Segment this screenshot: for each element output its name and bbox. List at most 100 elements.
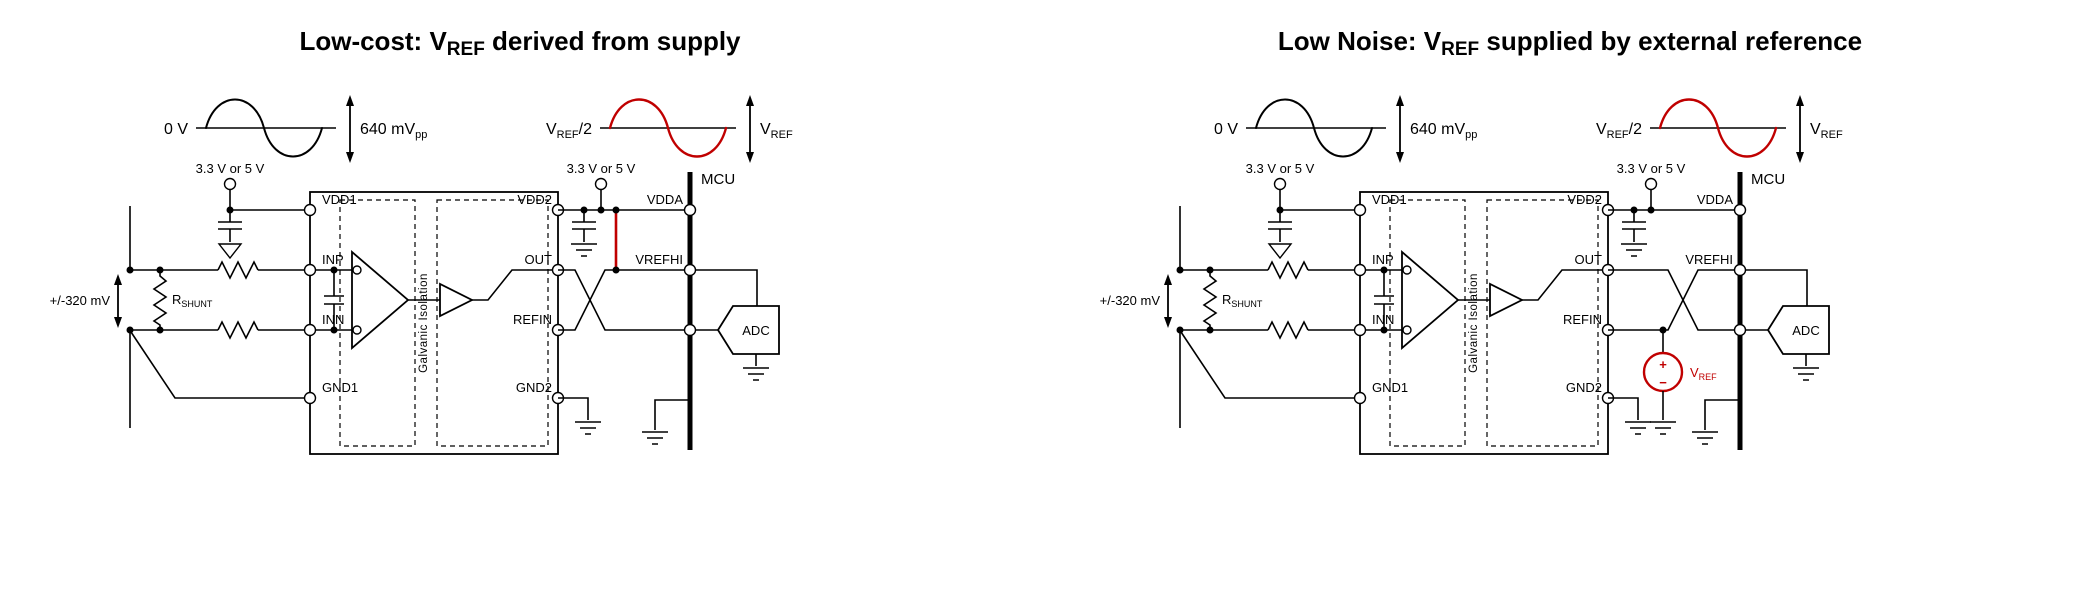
buffer-triangle-icon [439, 282, 475, 318]
mcu-block: MCU VDDA VREFHI ADC [635, 171, 780, 450]
pin-label-vdd2: VDD2 [1567, 192, 1602, 207]
supply-left-label: 3.3 V or 5 V [196, 161, 265, 176]
range-arrow-icon [114, 274, 122, 328]
pin-label-inn: INN [322, 312, 344, 327]
input-wave-amplitude-label: 640 mVpp [1410, 121, 1477, 141]
mcu-pin-vdda: VDDA [647, 192, 683, 207]
ground-bars-icon [1621, 243, 1647, 257]
refin-to-vrefhi-wire [558, 269, 690, 331]
galvanic-isolation-label: Galvanic Isolation [1468, 273, 1480, 373]
supply-terminal-right: 3.3 V or 5 V [567, 161, 636, 214]
out-internal-wire [472, 269, 558, 301]
vdd1-decoupling-cap [218, 210, 242, 242]
amp-input-bubble [1402, 325, 1412, 335]
adc-ground [1793, 354, 1819, 381]
adc-block: ADC [716, 305, 780, 355]
pin-label-vdd1: VDD1 [1372, 192, 1407, 207]
supply-terminal-icon [223, 177, 237, 191]
isolation-dashed-box-left [1389, 199, 1466, 447]
mcu-pin-vrefhi: VREFHI [1685, 252, 1733, 267]
pin-label-refin: REFIN [513, 312, 552, 327]
output-wave-level-label: VREF/2 [1596, 121, 1642, 141]
ground-bars-icon [1793, 367, 1819, 381]
panel-low-cost: Low-cost: VREF derived from supply 0 V 6… [50, 26, 793, 455]
amp-input-bubble [1402, 265, 1412, 275]
supply-right-label: 3.3 V or 5 V [1617, 161, 1686, 176]
shunt-resistor-icon [152, 270, 168, 330]
amplitude-arrow-icon [1396, 95, 1404, 163]
supply-terminal-left: 3.3 V or 5 V [196, 161, 310, 260]
amplitude-arrow-icon [746, 95, 754, 163]
vdd2-decoupling-cap [571, 206, 597, 257]
shunt-network: RSHUNT [1176, 206, 1402, 428]
ground-triangle-icon [217, 243, 243, 260]
output-wave-amplitude-label: VREF [760, 121, 793, 141]
pin-label-gnd2: GND2 [516, 380, 552, 395]
ground-bars-icon [743, 367, 769, 381]
supply-terminal-icon [1644, 177, 1658, 191]
isolated-amplifier-ic: Galvanic Isolation VDD1 INP INN GND1 VDD… [303, 191, 565, 455]
vref-external-source: + − VREF [1642, 326, 1717, 435]
mcu-pin-vdda: VDDA [1697, 192, 1733, 207]
pin-label-inn: INN [1372, 312, 1394, 327]
pin-label-vdd1: VDD1 [322, 192, 357, 207]
out-internal-wire [1522, 269, 1608, 301]
out-to-adc-wire [1608, 269, 1740, 331]
mcu-label: MCU [1751, 171, 1785, 188]
ground-bars-icon [1692, 431, 1718, 445]
amp-input-bubble [352, 265, 362, 275]
ground-bars-icon [1650, 421, 1676, 435]
input-wave-level-label: 0 V [164, 121, 188, 138]
adc-ground [743, 354, 769, 381]
isolated-amplifier-ic: Galvanic Isolation VDD1 INP INN GND1 VDD… [1353, 191, 1615, 455]
ground-bars-icon [642, 431, 668, 445]
adc-block: ADC [1766, 305, 1830, 355]
shunt-label: RSHUNT [1222, 292, 1263, 309]
panel-low-noise: Low Noise: VREF supplied by external ref… [1050, 0, 2100, 594]
out-to-adc-wire [558, 269, 690, 331]
amplifier-triangle-icon [351, 250, 410, 350]
isolation-dashed-box-right [1486, 199, 1599, 447]
panel-title: Low-cost: VREF derived from supply [299, 26, 741, 60]
shunt-network: RSHUNT [126, 206, 352, 428]
refin-to-vrefhi-wire [1608, 269, 1740, 331]
pin-label-gnd1: GND1 [322, 380, 358, 395]
source-plus-sign: + [1659, 357, 1667, 372]
secondary-wiring: + − VREF [1608, 206, 1740, 445]
pin-label-gnd2: GND2 [1566, 380, 1602, 395]
galvanic-isolation-label: Galvanic Isolation [418, 273, 430, 373]
mcu-ground [1692, 399, 1740, 445]
ground-bars-icon [575, 421, 601, 435]
secondary-wiring [558, 206, 690, 445]
gnd1-return-wire [1180, 331, 1360, 399]
pin-label-inp: INP [1372, 252, 1394, 267]
adc-label: ADC [1792, 323, 1819, 338]
shunt-resistor-icon [1202, 270, 1218, 330]
vdd1-decoupling-cap [1268, 210, 1292, 242]
isolation-dashed-box-right [436, 199, 549, 447]
input-range-annotation: +/-320 mV [1100, 274, 1172, 328]
ground-triangle-icon [1267, 243, 1293, 260]
input-waveform: 0 V 640 mVpp [1214, 95, 1477, 163]
gnd2-ground [1608, 397, 1651, 435]
ground-bars-icon [1625, 421, 1651, 435]
input-filter-cap [1374, 266, 1394, 334]
output-wave-level-label: VREF/2 [546, 121, 592, 141]
input-range-label: +/-320 mV [50, 293, 111, 308]
panel-title: Low Noise: VREF supplied by external ref… [1278, 26, 1862, 60]
input-wave-level-label: 0 V [1214, 121, 1238, 138]
supply-left-label: 3.3 V or 5 V [1246, 161, 1315, 176]
supply-right-label: 3.3 V or 5 V [567, 161, 636, 176]
ground-bars-icon [571, 243, 597, 257]
range-arrow-icon [1164, 274, 1172, 328]
supply-terminal-left: 3.3 V or 5 V [1246, 161, 1360, 260]
mcu-ground [642, 399, 690, 445]
input-range-label: +/-320 mV [1100, 293, 1161, 308]
mcu-pin-vrefhi: VREFHI [635, 252, 683, 267]
pin-label-vdd2: VDD2 [517, 192, 552, 207]
amplitude-arrow-icon [1796, 95, 1804, 163]
pin-label-inp: INP [322, 252, 344, 267]
source-minus-sign: − [1659, 375, 1667, 390]
gnd1-return-wire [130, 331, 310, 399]
